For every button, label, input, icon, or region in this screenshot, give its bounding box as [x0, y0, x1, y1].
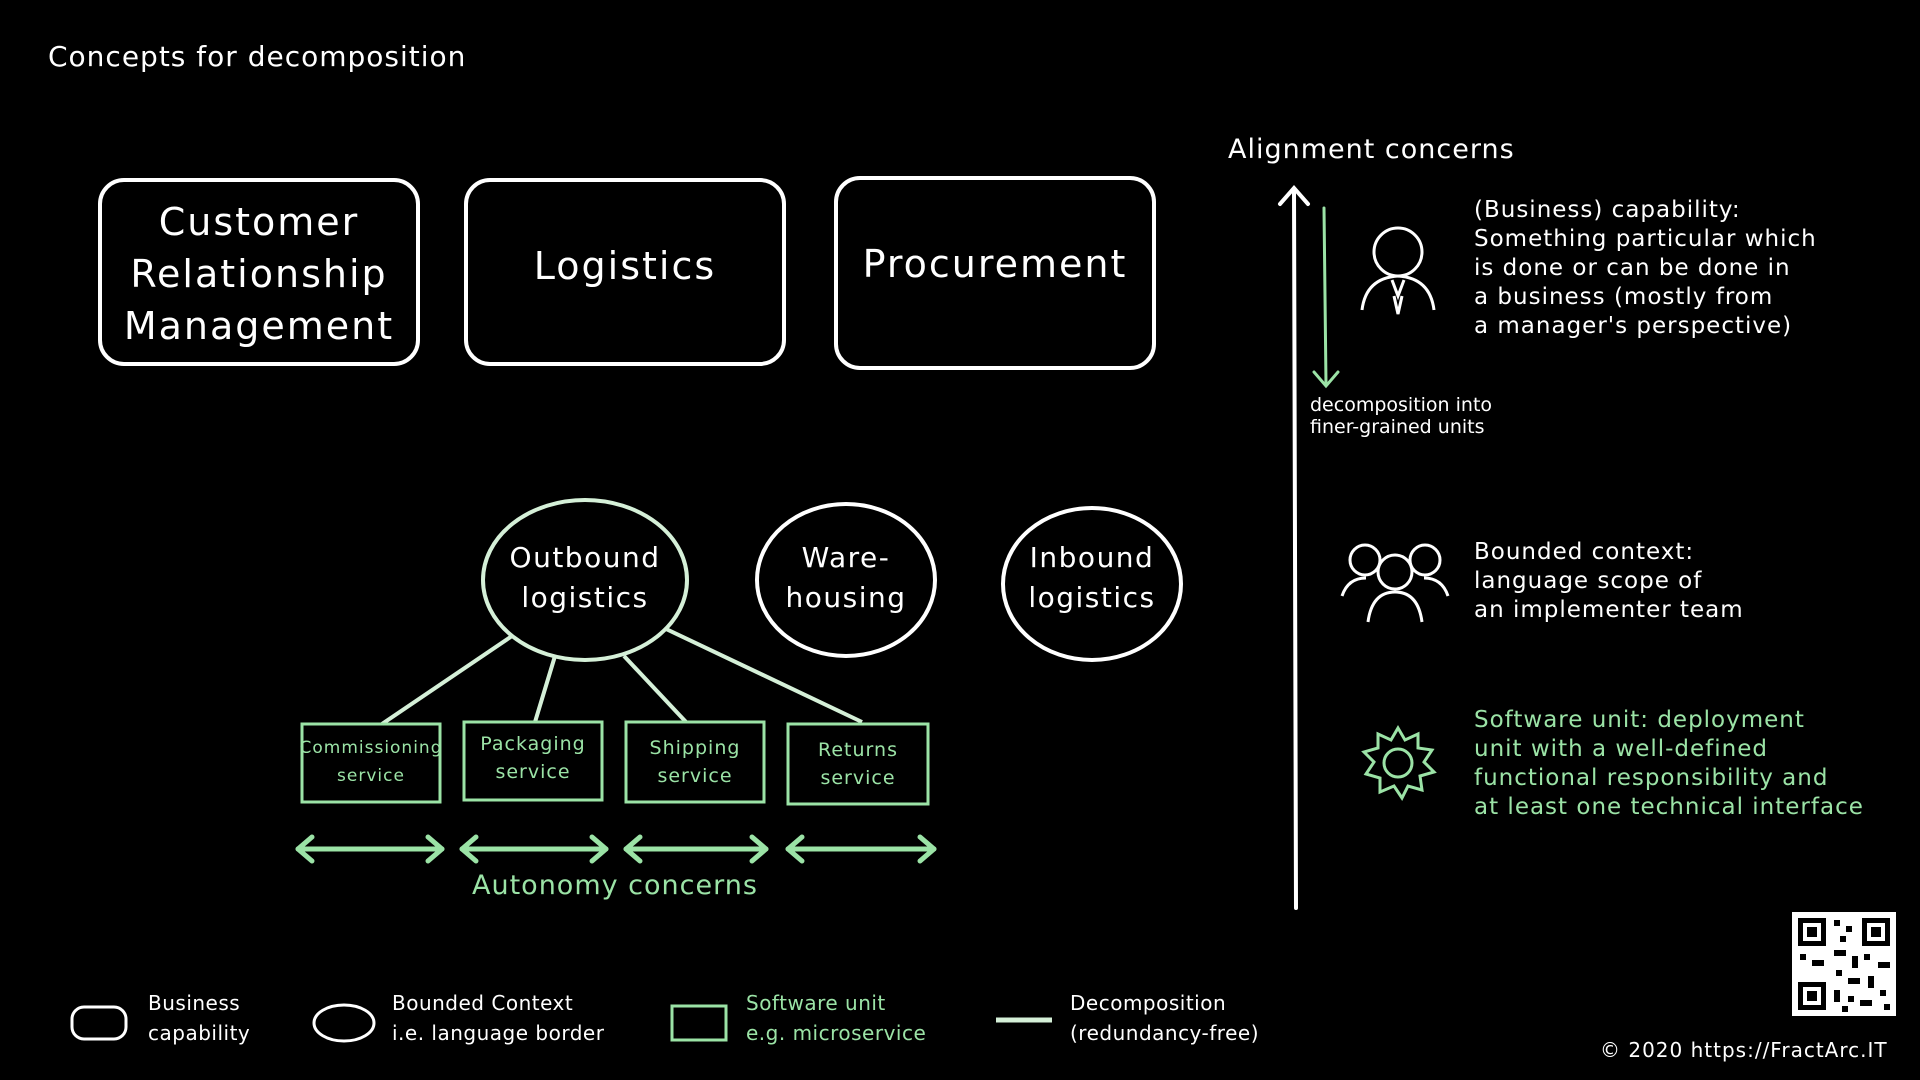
software-unit-line: service [820, 767, 896, 789]
decomposition-lines [380, 626, 863, 726]
software-unit-label-shipping: Shipping service [626, 734, 764, 790]
autonomy-arrows [295, 834, 937, 864]
software-unit-line: Returns [818, 739, 898, 761]
team-icon [1340, 543, 1450, 623]
concept-line: Bounded context: [1474, 539, 1695, 565]
bounded-context-line: housing [785, 581, 907, 614]
capability-line: Relationship [130, 252, 388, 296]
concept-line: a manager's perspective) [1474, 313, 1793, 339]
software-unit-label-returns: Returns service [788, 736, 928, 792]
concept-line: language scope of [1474, 568, 1703, 594]
concept-line: an implementer team [1474, 597, 1744, 623]
legend-line: (redundancy-free) [1070, 1021, 1259, 1045]
bounded-context-inbound [1001, 506, 1183, 662]
legend-line: Bounded Context [392, 991, 574, 1015]
concept-line: (Business) capability: [1474, 197, 1741, 223]
concept-bounded-context-text: Bounded context: language scope of an im… [1474, 538, 1744, 625]
legend-software-unit-text: Software unit e.g. microservice [746, 988, 926, 1048]
legend-line: capability [148, 1021, 251, 1045]
bounded-context-outbound [481, 498, 689, 662]
bounded-context-line: Ware- [801, 541, 891, 574]
software-unit-line: Packaging [480, 733, 586, 755]
capability-label-procurement: Procurement [836, 238, 1154, 290]
concept-line: is done or can be done in [1474, 255, 1791, 281]
concept-line: at least one technical interface [1474, 794, 1864, 820]
concept-line: unit with a well-defined [1474, 736, 1768, 762]
alignment-arrow [1278, 184, 1310, 910]
software-unit-shipping [624, 720, 766, 804]
capability-box-procurement [834, 176, 1156, 370]
capability-line: Customer [158, 200, 360, 244]
software-unit-line: service [657, 765, 733, 787]
legend-bounded-context-shape [312, 1003, 376, 1043]
software-unit-commissioning [300, 722, 442, 804]
bounded-context-line: logistics [1028, 581, 1156, 614]
concept-line: Software unit: deployment [1474, 707, 1805, 733]
software-unit-packaging [462, 720, 604, 802]
software-unit-line: Shipping [649, 737, 741, 759]
concept-line: a business (mostly from [1474, 284, 1774, 310]
copyright-text: © 2020 https://FractArc.IT [1600, 1038, 1888, 1062]
legend-line: i.e. language border [392, 1021, 605, 1045]
bounded-context-line: Inbound [1029, 541, 1155, 574]
bounded-context-label-inbound: Inbound logistics [1003, 538, 1181, 618]
concept-capability-text: (Business) capability: Something particu… [1474, 196, 1817, 341]
legend-decomposition-text: Decomposition (redundancy-free) [1070, 988, 1259, 1048]
page-title: Concepts for decomposition [48, 40, 467, 73]
software-unit-line: service [495, 761, 571, 783]
bounded-context-line: logistics [521, 581, 649, 614]
concept-line: functional responsibility and [1474, 765, 1829, 791]
capability-label-logistics: Logistics [466, 240, 784, 292]
legend-software-unit-shape [670, 1004, 728, 1042]
decomposition-arrow [1312, 206, 1340, 389]
concept-line: Something particular which [1474, 226, 1817, 252]
legend-bounded-context-text: Bounded Context i.e. language border [392, 988, 604, 1048]
gear-icon [1361, 725, 1437, 801]
capability-line: Procurement [862, 242, 1128, 286]
legend-capability-shape [70, 1005, 128, 1041]
qr-code [1792, 912, 1896, 1016]
legend-line: Software unit [746, 991, 886, 1015]
capability-label-crm: Customer Relationship Management [100, 196, 418, 352]
legend-line: Decomposition [1070, 991, 1227, 1015]
decomposition-line: finer-grained units [1310, 416, 1485, 438]
decomposition-line: decomposition into [1310, 394, 1493, 416]
software-unit-line: Commissioning [299, 738, 443, 758]
legend-line: Business [148, 991, 241, 1015]
software-unit-label-commissioning: Commissioning service [296, 734, 446, 790]
manager-icon [1360, 226, 1436, 315]
capability-box-crm [98, 178, 420, 366]
capability-line: Logistics [533, 244, 717, 288]
bounded-context-line: Outbound [509, 541, 661, 574]
software-unit-label-packaging: Packaging service [464, 730, 602, 786]
legend-capability-text: Business capability [148, 988, 250, 1048]
alignment-label: Alignment concerns [1228, 134, 1515, 165]
software-unit-line: service [337, 766, 405, 786]
software-unit-returns [786, 722, 930, 806]
concept-software-unit-text: Software unit: deployment unit with a we… [1474, 706, 1864, 822]
autonomy-label: Autonomy concerns [472, 870, 758, 901]
bounded-context-label-outbound: Outbound logistics [483, 538, 687, 618]
bounded-context-warehousing [755, 502, 937, 658]
capability-box-logistics [464, 178, 786, 366]
bounded-context-label-warehousing: Ware- housing [757, 538, 935, 618]
decomposition-label: decomposition into finer-grained units [1310, 394, 1492, 438]
capability-line: Management [123, 304, 395, 348]
legend-line: e.g. microservice [746, 1021, 927, 1045]
